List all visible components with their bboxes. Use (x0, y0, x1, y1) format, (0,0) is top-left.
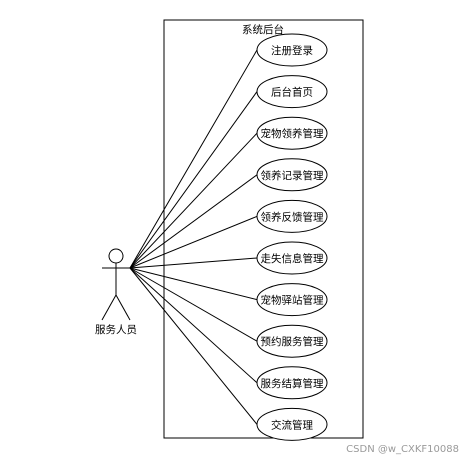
use-case-ellipse (256, 116, 328, 150)
use-case-label: 领养记录管理 (261, 169, 324, 182)
use-case-label: 领养反馈管理 (261, 210, 324, 223)
use-case-group: 注册登录后台首页宠物领养管理领养记录管理领养反馈管理走失信息管理宠物驿站管理预约… (256, 33, 328, 441)
use-case-label: 宠物领养管理 (261, 127, 324, 140)
association-lines (129, 49, 258, 425)
use-case-ellipse (256, 75, 328, 109)
association-line (129, 267, 258, 301)
system-boundary (163, 19, 364, 439)
association-line (129, 267, 258, 384)
use-case-ellipse (256, 407, 328, 441)
association-line (129, 215, 258, 269)
association-line (129, 174, 258, 269)
actor-head (108, 248, 124, 264)
use-case-ellipse (256, 241, 328, 275)
system-title: 系统后台 (242, 23, 284, 36)
use-case-label: 预约服务管理 (261, 335, 324, 348)
use-case-ellipse (256, 283, 328, 317)
actor-left-leg (101, 294, 117, 321)
actor-label: 服务人员 (95, 323, 137, 336)
watermark: CSDN @w_CXKF10088 (346, 444, 459, 455)
use-case-label: 宠物驿站管理 (261, 294, 324, 307)
association-line (129, 257, 258, 269)
use-case-label: 后台首页 (271, 86, 313, 99)
association-line (129, 267, 258, 342)
use-case-label: 注册登录 (271, 44, 313, 57)
use-case-ellipse (256, 366, 328, 400)
association-line (129, 267, 258, 425)
use-case-ellipse (256, 324, 328, 358)
use-case-ellipse (256, 33, 328, 67)
actor-right-leg (115, 294, 131, 321)
association-line (129, 132, 258, 269)
use-case-label: 走失信息管理 (261, 252, 324, 265)
association-line (129, 49, 258, 269)
use-case-label: 服务结算管理 (261, 377, 324, 390)
use-case-label: 交流管理 (271, 418, 313, 431)
use-case-ellipse (256, 199, 328, 233)
actor-figure (101, 248, 131, 321)
use-case-ellipse (256, 158, 328, 192)
association-line (129, 91, 258, 269)
